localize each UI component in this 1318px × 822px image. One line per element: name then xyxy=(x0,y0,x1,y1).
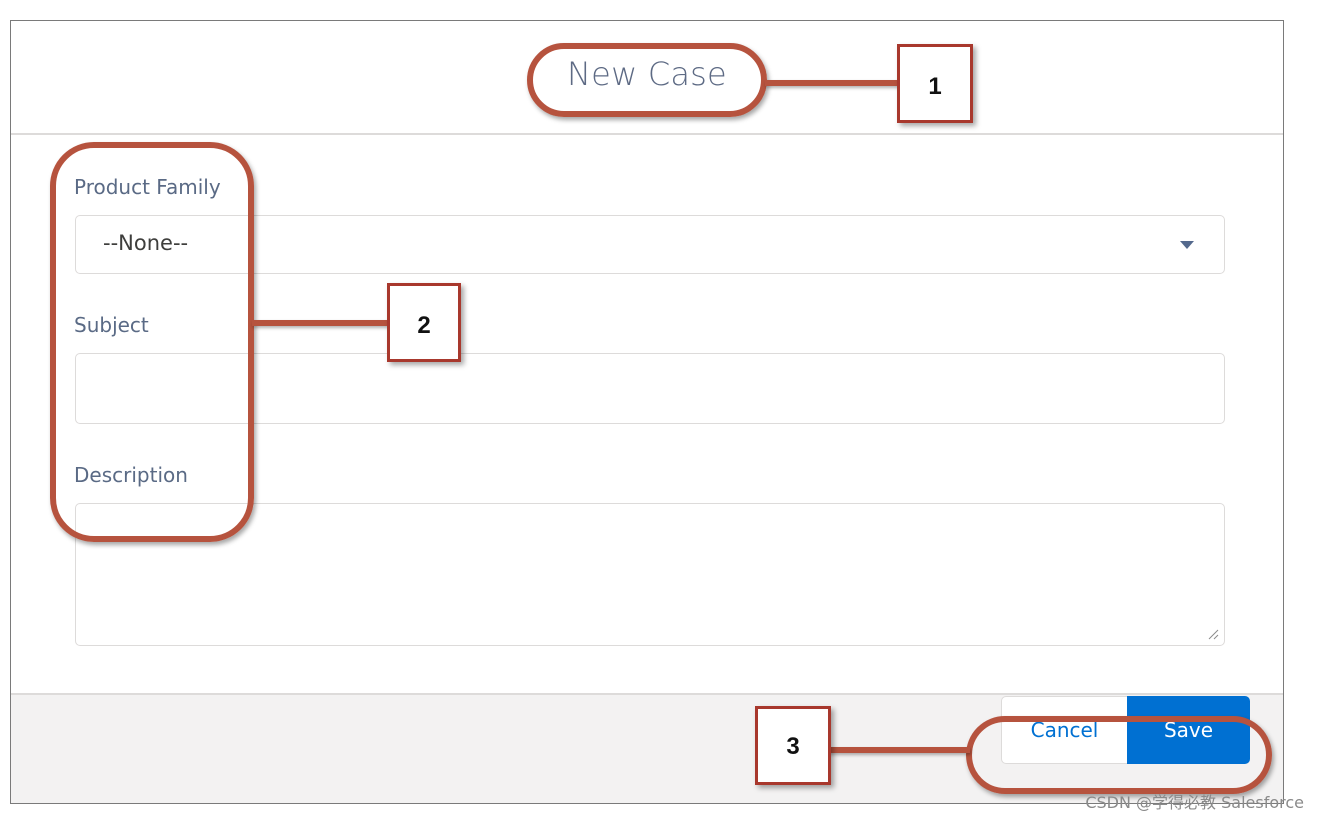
modal-footer: Cancel Save xyxy=(11,693,1283,803)
callout-label-3: 3 xyxy=(755,706,831,785)
callout-oval-title xyxy=(527,43,767,117)
product-family-select[interactable]: --None-- xyxy=(75,215,1225,274)
subject-label: Subject xyxy=(74,313,149,337)
product-family-selected-value: --None-- xyxy=(103,231,189,255)
description-label: Description xyxy=(74,463,188,487)
description-textarea[interactable] xyxy=(75,503,1225,646)
callout-connector-2 xyxy=(252,320,389,326)
callout-connector-1 xyxy=(765,80,900,86)
modal-title: New Case xyxy=(567,55,727,93)
cancel-button[interactable]: Cancel xyxy=(1001,696,1128,764)
watermark: CSDN @学得必教 Salesforce xyxy=(1085,793,1304,812)
modal-header: New Case xyxy=(11,21,1283,135)
save-button[interactable]: Save xyxy=(1127,696,1250,764)
callout-label-1: 1 xyxy=(897,44,973,123)
resize-handle-icon[interactable] xyxy=(1207,628,1219,640)
callout-connector-3 xyxy=(827,747,970,753)
chevron-down-icon xyxy=(1180,241,1194,249)
subject-input[interactable] xyxy=(75,353,1225,424)
callout-oval-fields xyxy=(50,142,254,542)
product-family-label: Product Family xyxy=(74,175,221,199)
callout-oval-buttons xyxy=(966,716,1272,794)
callout-label-2: 2 xyxy=(387,283,461,362)
new-case-modal: New Case Product Family --None-- Subject… xyxy=(10,20,1284,804)
